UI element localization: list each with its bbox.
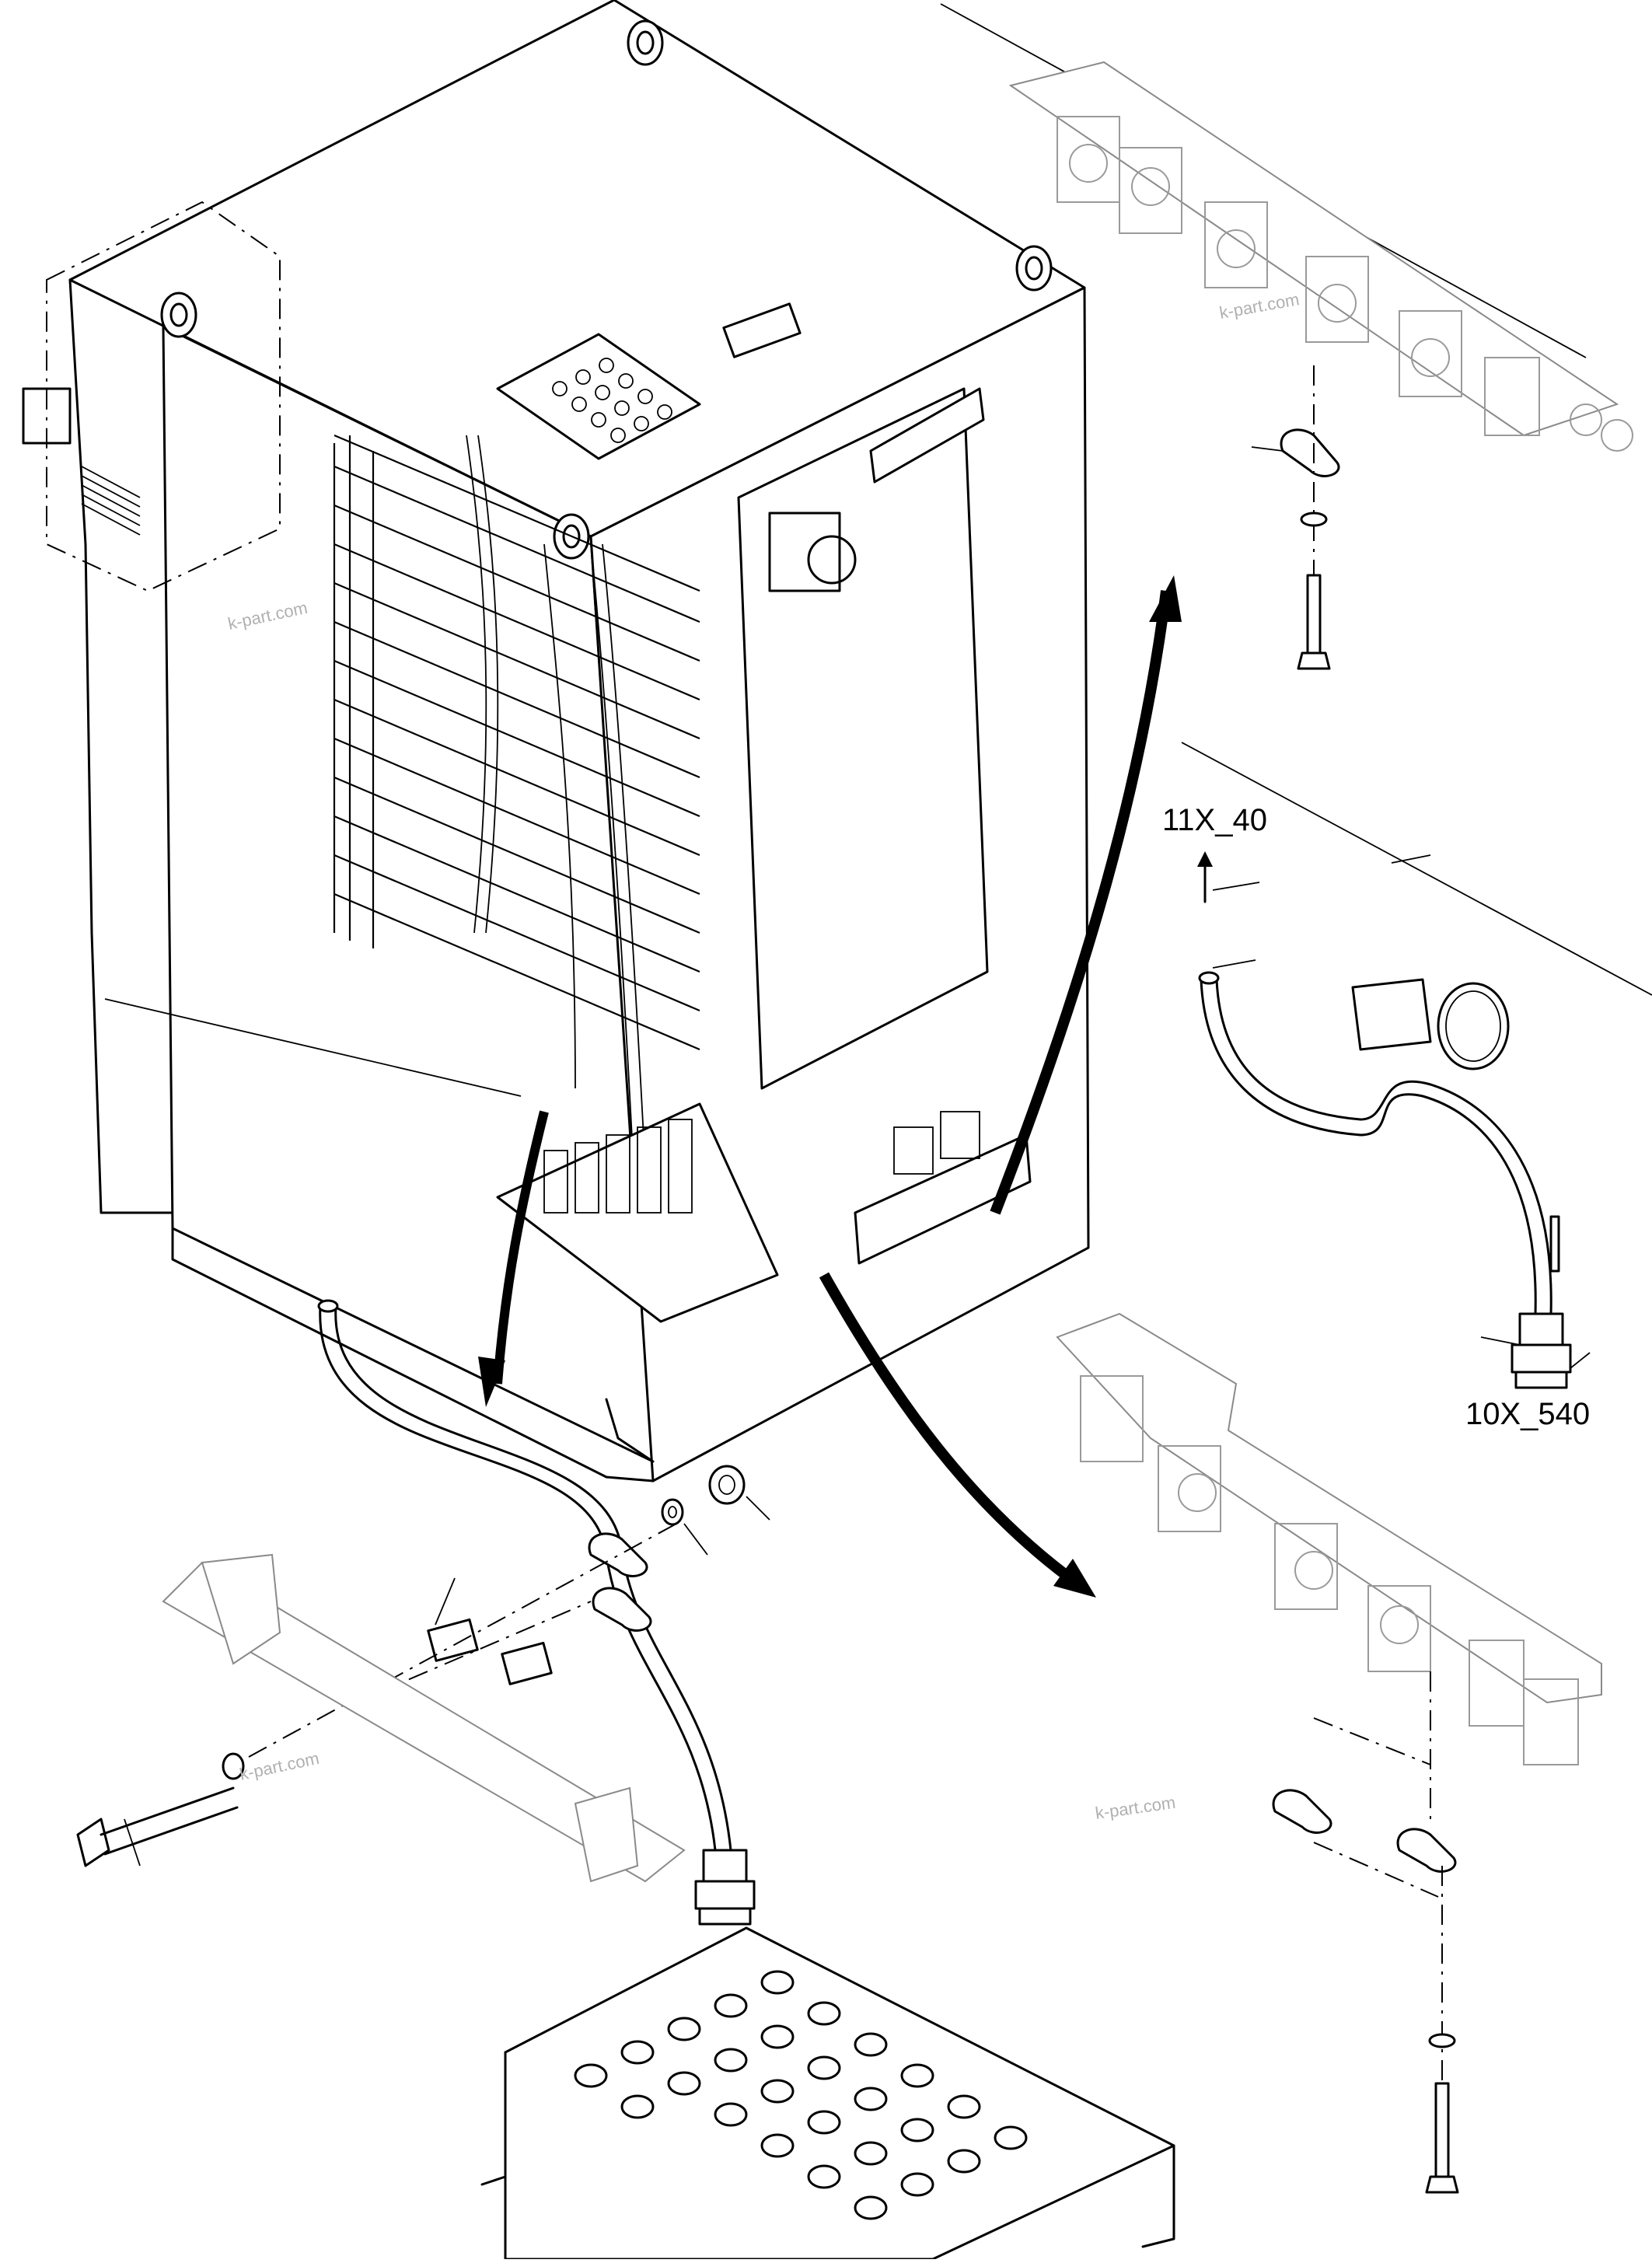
cabinet-plinth: [171, 1227, 655, 1482]
arrow-to-bottom-plate: [493, 1110, 549, 1385]
washer-top: [1300, 512, 1328, 527]
pipe-clamp-top: [1251, 428, 1340, 477]
arrow-to-right-rail: [990, 590, 1172, 1215]
internal-wiring-ducts: [333, 434, 700, 1051]
top-gland-plate: [496, 333, 701, 460]
cable-hose-left-outer: [334, 1304, 732, 1852]
lifting-eye-2: [627, 19, 664, 66]
flow-arrows: [478, 575, 1182, 1598]
connector-label-11X_40: 11X_40: [1162, 803, 1267, 837]
pin-contact: [1549, 1215, 1560, 1273]
side-vent-slots: [81, 466, 141, 536]
connector-plug-10X_540: [1511, 1312, 1572, 1389]
bolt-top: [1297, 574, 1331, 670]
protective-sleeve: [1351, 978, 1432, 1051]
inner-motor: [768, 512, 841, 592]
spacer-2: [501, 1641, 553, 1685]
spacer-1: [427, 1618, 479, 1662]
watermark-3: k-part.com: [238, 1748, 321, 1784]
cable-hose-right-outer: [1215, 978, 1552, 1315]
washer-bolt-left: [222, 1752, 245, 1780]
gland-plate-top: [504, 1926, 1175, 2261]
watermark-2: k-part.com: [1218, 289, 1301, 323]
gland-holes: [552, 358, 672, 443]
clamp-left-2: [592, 1587, 652, 1632]
watermark-4: k-part.com: [1094, 1793, 1176, 1823]
electrical-cabinet: [22, 0, 1090, 1482]
rail-blocks: [893, 1111, 980, 1175]
washer-lower: [1428, 2033, 1456, 2048]
perforated-gland-plate: [480, 1926, 1175, 2261]
bottom-rail: [854, 1133, 1032, 1265]
lifting-eye-1: [160, 292, 197, 338]
bolt-left: [76, 1786, 239, 1867]
cable-tie: [1437, 982, 1510, 1070]
mounting-beam: [162, 1561, 686, 1883]
washer-left: [661, 1498, 684, 1526]
bracket-assembly-top-right: [940, 3, 1633, 670]
lifting-eye-3: [1015, 245, 1053, 292]
cable-bundles: [466, 435, 650, 1245]
bottom-connectors: [543, 1119, 693, 1214]
cable-assembly-right: 11X_40 10X_540: [1162, 742, 1652, 1431]
connector-plug-left: [694, 1849, 756, 1926]
cabinet-left-panel: [68, 232, 180, 1214]
cable-hose-left: [319, 1304, 717, 1852]
mounting-frame-lower-left: [162, 1553, 686, 1883]
pipe-clamp-lower-2: [1396, 1828, 1457, 1873]
side-module-outline: [46, 201, 281, 592]
inner-right-assembly: [737, 387, 989, 1090]
connector-label-10X_540: 10X_540: [1465, 1397, 1590, 1431]
clamp-left-1: [588, 1532, 648, 1577]
nut-left: [708, 1465, 746, 1505]
bolt-lower: [1425, 2082, 1459, 2194]
bracket-top-plate: [1008, 61, 1619, 437]
bracket-lower-plate: [1056, 1312, 1602, 1704]
arrow-to-lower-bracket: [819, 1272, 1084, 1591]
cable-hose-right: [1200, 978, 1537, 1315]
cable-assembly-left: [76, 998, 770, 1926]
pipe-clamp-lower-1: [1272, 1789, 1332, 1834]
bracket-assembly-bottom-right: [1056, 1312, 1602, 2194]
gland-plate-holes: [574, 1970, 1028, 2220]
top-rail: [869, 387, 985, 484]
top-connector-block: [722, 302, 802, 358]
